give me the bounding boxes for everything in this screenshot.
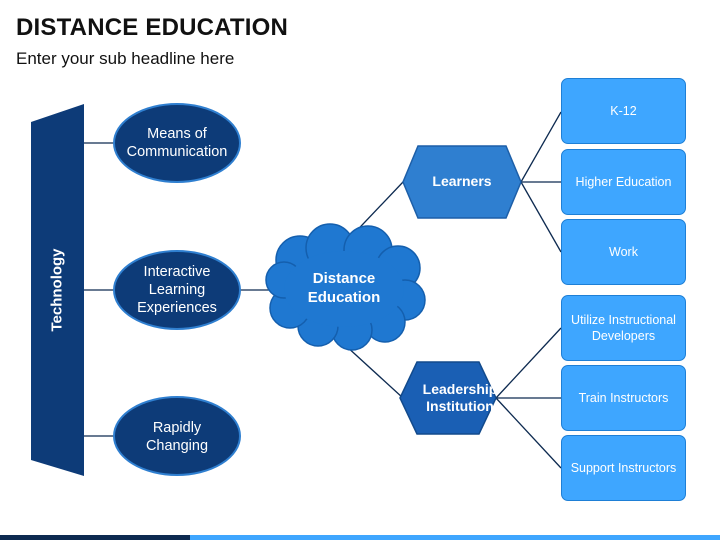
box-higher-education: Higher Education bbox=[561, 149, 686, 215]
ellipse-means-of-communication bbox=[113, 103, 241, 183]
distance-education-label: Distance Education bbox=[307, 270, 381, 306]
box-train-instructors: Train Instructors bbox=[561, 365, 686, 431]
means-of-communication-label: Means of Communication bbox=[126, 125, 228, 160]
bottom-bar-light bbox=[190, 535, 720, 540]
box-k12: K-12 bbox=[561, 78, 686, 144]
connector-lines bbox=[84, 111, 562, 469]
box-utilize-instructional-developers: Utilize Instructional Developers bbox=[561, 295, 686, 361]
cloud-core bbox=[284, 251, 404, 327]
connector-learners-k12 bbox=[520, 111, 562, 183]
learners-label: Learners bbox=[432, 173, 492, 190]
rapidly-changing-label: Rapidly Changing bbox=[145, 419, 209, 454]
box-support-instructors: Support Instructors bbox=[561, 435, 686, 501]
connector-cloud-leadership bbox=[344, 344, 404, 399]
technology-label: Technology bbox=[48, 248, 66, 332]
page-title: DISTANCE EDUCATION bbox=[16, 14, 289, 41]
bottom-accent-bar bbox=[0, 535, 720, 540]
box-work: Work bbox=[561, 219, 686, 285]
interactive-learning-label: Interactive Learning Experiences bbox=[137, 263, 217, 317]
ellipse-rapidly-changing bbox=[113, 396, 241, 476]
connector-learners-work bbox=[520, 181, 562, 253]
connector-leadership-support bbox=[495, 397, 562, 469]
leadership-institution-label: Leadership Institution bbox=[422, 380, 498, 415]
hexagon-leadership bbox=[399, 361, 497, 435]
hexagon-learners bbox=[402, 145, 522, 219]
ellipse-interactive-learning bbox=[113, 250, 241, 330]
technology-bar bbox=[31, 104, 84, 476]
connector-leadership-utilize bbox=[495, 327, 562, 399]
bottom-bar-dark bbox=[0, 535, 190, 540]
page-subtitle: Enter your sub headline here bbox=[16, 49, 235, 68]
